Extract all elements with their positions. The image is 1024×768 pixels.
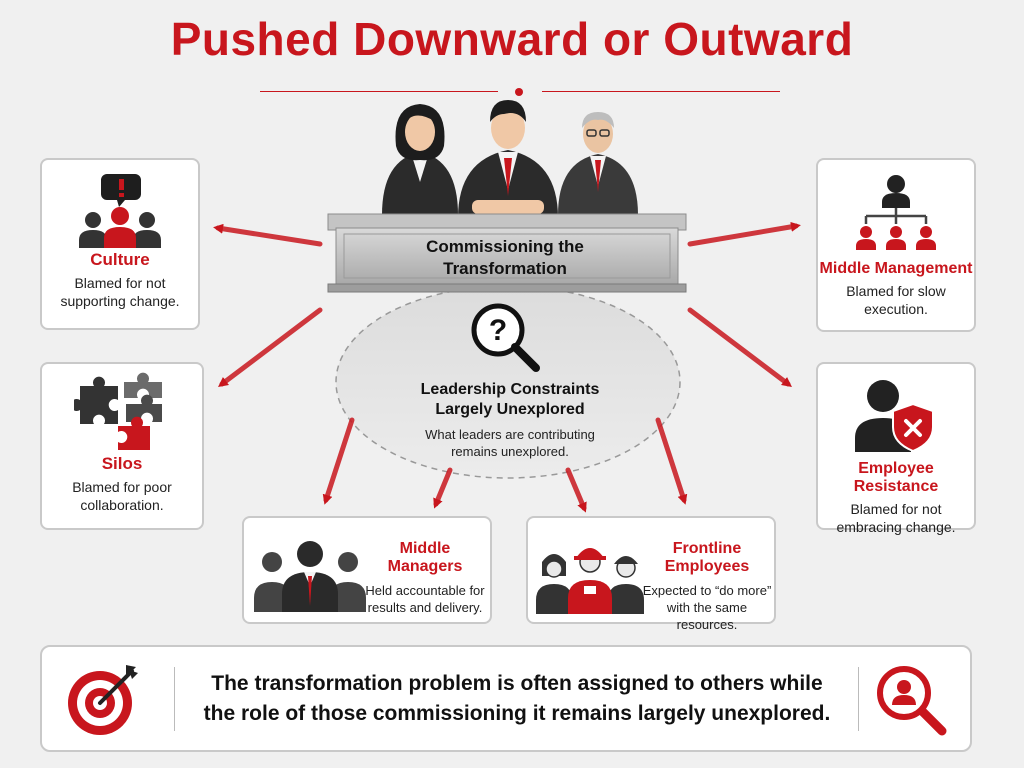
arrow-to-frontline-1	[565, 467, 587, 513]
culture-description: Blamed for not supporting change.	[60, 275, 180, 309]
people-alert-icon	[79, 174, 161, 248]
employee-resistance-description: Blamed for not embracing change.	[836, 501, 956, 535]
magnifier-question-icon: ?	[471, 303, 540, 372]
silos-description: Blamed for poor collaboration.	[72, 479, 172, 513]
conclusion-banner: The transformation problem is often assi…	[40, 645, 972, 752]
employee-resistance-card: Employee Resistance Blamed for not embra…	[816, 362, 976, 535]
arrow-to-employee-resistance	[687, 307, 792, 388]
puzzle-icon	[74, 372, 162, 450]
silos-title: Silos	[101, 454, 143, 473]
arrow-to-silos	[218, 307, 323, 388]
magnifier-person-icon	[877, 666, 947, 736]
conclusion-text: The transformation problem is often assi…	[203, 672, 831, 725]
svg-text:?: ?	[489, 314, 507, 347]
leader-center	[458, 100, 558, 218]
arrow-to-frontline-2	[655, 417, 688, 505]
culture-card: Culture Blamed for not supporting change…	[40, 158, 200, 330]
podium	[327, 213, 687, 293]
leader-woman	[382, 104, 458, 215]
frontline-employees-text: Frontline Employees Expected to “do more…	[642, 540, 772, 632]
page-title: Pushed Downward or Outward	[170, 13, 854, 65]
center-description: What leaders are contributing remains un…	[425, 427, 595, 459]
arrow-to-middle-management	[687, 221, 801, 247]
center-title: Leadership Constraints Largely Unexplore…	[420, 381, 600, 418]
culture-title: Culture	[90, 250, 150, 269]
frontline-workers-icon	[536, 548, 644, 614]
middle-managers-text: Middle Managers Held accountable for res…	[365, 540, 485, 615]
leader-elder	[558, 112, 638, 215]
employee-resistance-title: Employee Resistance	[853, 460, 939, 495]
podium-label: Commissioning the Transformation	[426, 237, 584, 278]
arrow-to-middle-managers-2	[433, 467, 453, 509]
frontline-employees-card: Frontline Employees Expected to “do more…	[526, 516, 776, 632]
middle-managers-card: Middle Managers Held accountable for res…	[242, 516, 492, 624]
target-icon	[68, 665, 138, 735]
managers-group-icon	[254, 541, 366, 612]
arrow-to-middle-managers-1	[322, 417, 355, 505]
title-divider	[260, 86, 780, 98]
arrow-to-culture	[213, 223, 323, 247]
org-chart-icon	[856, 175, 936, 250]
silos-card: Silos Blamed for poor collaboration.	[40, 362, 204, 530]
middle-management-description: Blamed for slow execution.	[846, 283, 946, 317]
middle-management-title: Middle Management	[819, 260, 973, 277]
middle-management-card: Middle Management Blamed for slow execut…	[816, 158, 976, 332]
shield-x-icon	[855, 380, 934, 453]
